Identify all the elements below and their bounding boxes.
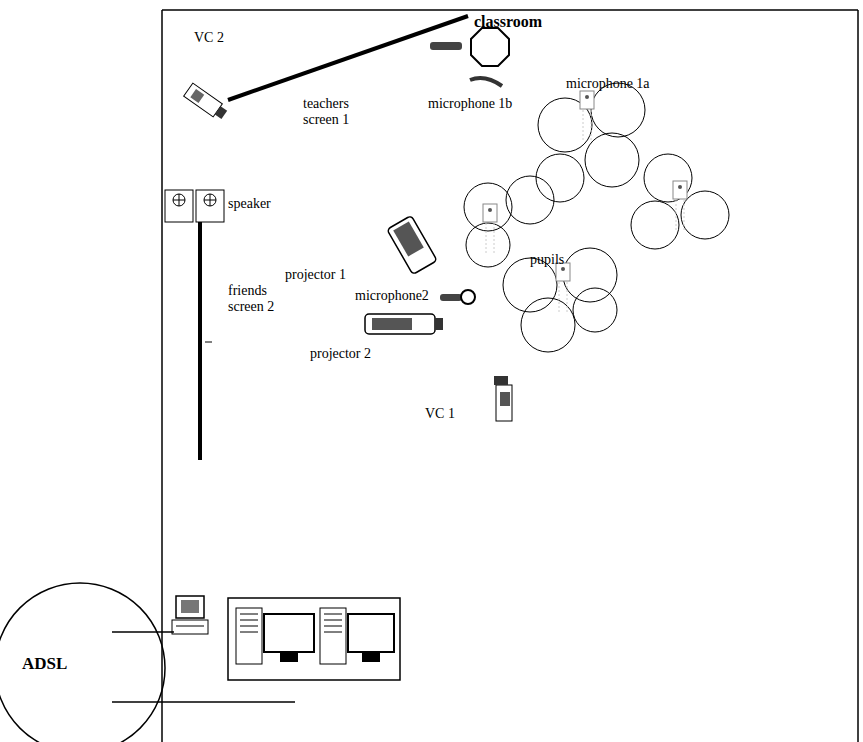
part-label: friends screen 2 [228, 283, 288, 315]
part-label: microphone 1a [566, 76, 650, 92]
teachers-screen [228, 16, 468, 100]
part-label: VC 2 [194, 30, 224, 46]
wall [857, 10, 859, 742]
pupil-icon [483, 91, 687, 312]
part-label: projector 1 [285, 267, 346, 283]
microphone-icon [440, 290, 475, 304]
speaker-icon [165, 190, 224, 222]
part-label: microphone 1b [428, 96, 512, 112]
projector-icon [387, 215, 437, 274]
computer-icon [172, 596, 400, 680]
wall [162, 9, 858, 11]
part-label: VC 1 [425, 406, 455, 422]
video-camera [184, 83, 229, 121]
node-text: ADSL [22, 654, 67, 674]
part-label: teachers screen 1 [303, 96, 365, 128]
part-label: speaker [228, 196, 271, 212]
microphone-icon [470, 78, 502, 86]
pupil-group [464, 83, 729, 352]
part-label: classroom [474, 14, 542, 30]
projector-icon [365, 314, 443, 334]
part-label: pupils [530, 252, 564, 268]
part-label: microphone2 [355, 288, 429, 304]
wire [112, 631, 174, 633]
video-camera [494, 376, 512, 421]
part-label: projector 2 [310, 346, 371, 362]
friends-screen [198, 222, 202, 460]
microphone-icon [430, 28, 509, 66]
tick [205, 342, 212, 343]
wire [112, 701, 295, 703]
network-circle: ADSL [0, 582, 166, 742]
